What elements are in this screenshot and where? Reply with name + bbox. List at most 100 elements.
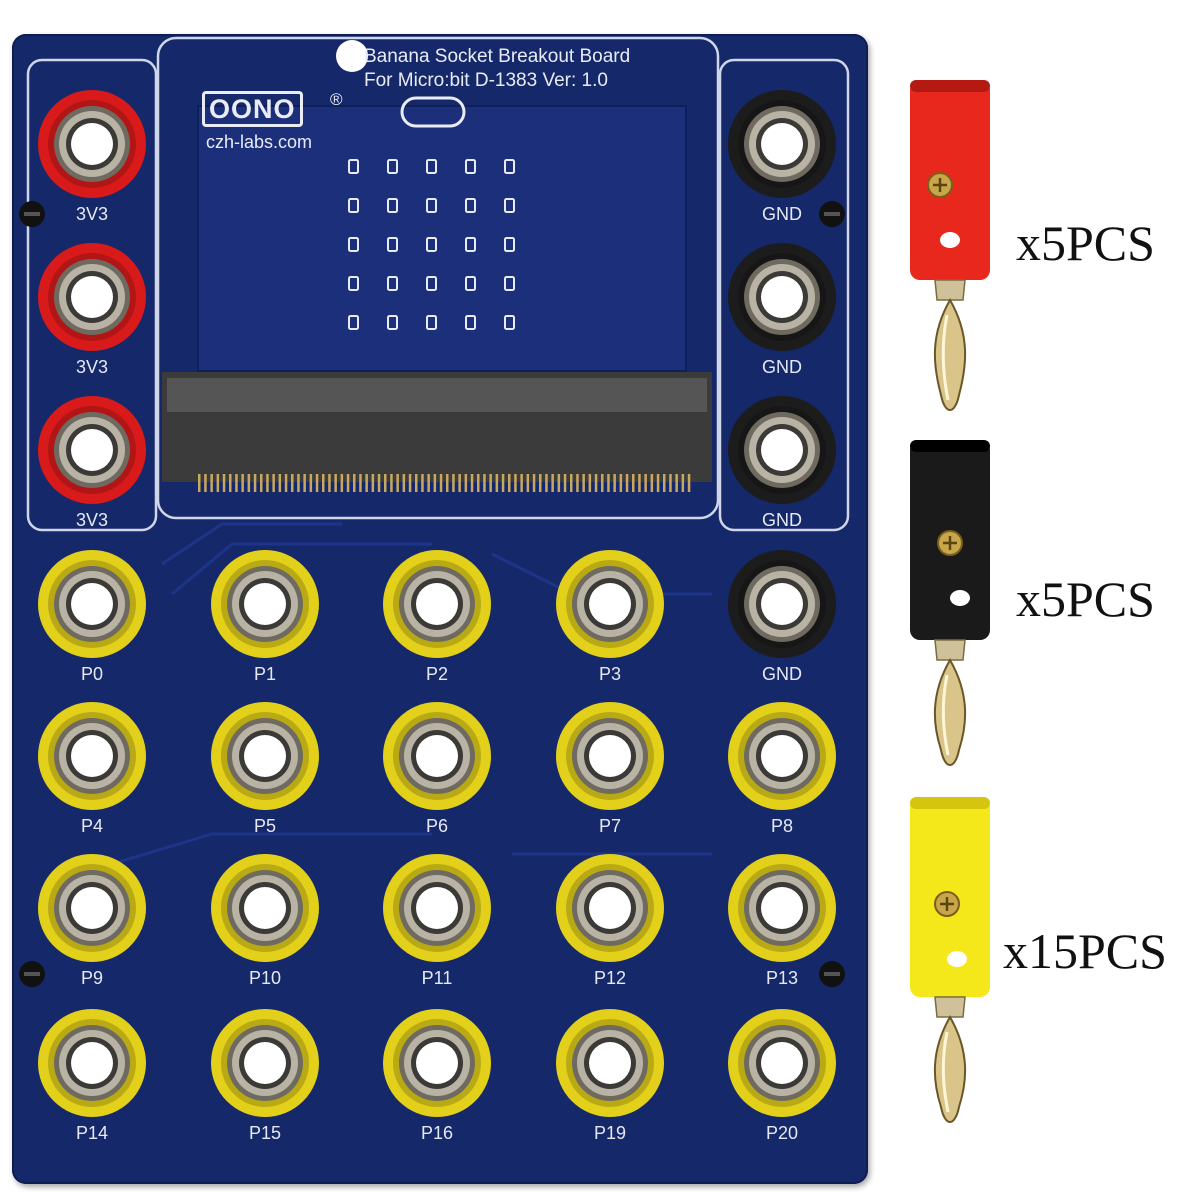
connector-pin xyxy=(439,474,443,492)
yellow-socket[interactable] xyxy=(383,1009,491,1117)
led-pad xyxy=(348,276,359,291)
connector-pin xyxy=(334,474,337,492)
breakout-board: Banana Socket Breakout Board For Micro:b… xyxy=(12,34,868,1184)
red-socket-3v3[interactable] xyxy=(38,396,146,504)
connector-pin xyxy=(601,474,604,492)
connector-pin xyxy=(253,474,257,492)
led-pad xyxy=(426,315,437,330)
connector-pin xyxy=(309,474,313,492)
connector-pin xyxy=(291,474,294,492)
yellow-socket[interactable] xyxy=(728,1009,836,1117)
yellow-socket[interactable] xyxy=(728,702,836,810)
yellow-socket[interactable] xyxy=(383,854,491,962)
connector-pin xyxy=(328,474,331,492)
led-pad xyxy=(504,237,515,252)
connector-pin xyxy=(557,474,561,492)
yellow-socket[interactable] xyxy=(38,1009,146,1117)
socket-label-p11: P11 xyxy=(421,968,453,988)
connector-pin xyxy=(632,474,635,492)
black-socket-gnd[interactable] xyxy=(728,243,836,351)
yellow-socket[interactable] xyxy=(38,702,146,810)
socket-label-p5: P5 xyxy=(253,816,277,836)
connector-pin xyxy=(365,474,368,492)
board-title: Banana Socket Breakout Board xyxy=(364,46,631,67)
yellow-socket[interactable] xyxy=(211,702,319,810)
yellow-socket[interactable] xyxy=(38,550,146,658)
yellow-socket[interactable] xyxy=(211,1009,319,1117)
black-socket-gnd[interactable] xyxy=(728,396,836,504)
connector-pin xyxy=(464,474,468,492)
led-pad xyxy=(387,315,398,330)
led-pad xyxy=(465,315,476,330)
red-socket-3v3[interactable] xyxy=(38,243,146,351)
connector-pin xyxy=(421,474,424,492)
yellow-socket[interactable] xyxy=(211,550,319,658)
connector-pin xyxy=(272,474,275,492)
yellow-socket[interactable] xyxy=(728,854,836,962)
led-pad xyxy=(348,237,359,252)
connector-pin xyxy=(266,474,269,492)
connector-pin xyxy=(675,474,678,492)
yellow-socket[interactable] xyxy=(38,854,146,962)
red-socket-3v3[interactable] xyxy=(38,90,146,198)
connector-pin xyxy=(284,474,288,492)
socket-label-p6: P6 xyxy=(425,816,449,836)
yellow-banana-plug xyxy=(910,797,990,1123)
led-pad xyxy=(387,276,398,291)
led-pad xyxy=(504,198,515,213)
connector-pin xyxy=(638,474,641,492)
connector-pin xyxy=(210,474,213,492)
socket-label-gnd: GND xyxy=(762,510,802,530)
brand-website: czh-labs.com xyxy=(206,132,313,152)
red-plug-quantity: x5PCS xyxy=(1016,215,1155,271)
connector-pin xyxy=(495,474,499,492)
connector-pin xyxy=(551,474,554,492)
board-artwork xyxy=(19,36,850,1117)
led-pad xyxy=(387,198,398,213)
connector-pin xyxy=(520,474,523,492)
led-pad xyxy=(465,276,476,291)
connector-pin xyxy=(483,474,486,492)
connector-pin xyxy=(644,474,647,492)
led-pad xyxy=(504,159,515,174)
yellow-socket[interactable] xyxy=(556,702,664,810)
socket-label-p20: P20 xyxy=(765,1123,799,1143)
yellow-socket[interactable] xyxy=(383,550,491,658)
connector-pin xyxy=(204,474,207,492)
black-socket-gnd[interactable] xyxy=(728,550,836,658)
connector-pin xyxy=(539,474,542,492)
connector-pin xyxy=(669,474,672,492)
socket-label-p15: P15 xyxy=(248,1123,282,1143)
yellow-socket[interactable] xyxy=(211,854,319,962)
led-pad xyxy=(348,198,359,213)
connector-pin xyxy=(594,474,598,492)
connector-pin xyxy=(222,474,226,492)
yellow-plug-quantity: x15PCS xyxy=(1003,923,1167,979)
yellow-socket[interactable] xyxy=(556,854,664,962)
socket-label-p12: P12 xyxy=(593,968,627,988)
connector-pin xyxy=(216,474,220,492)
mounting-screws xyxy=(19,201,845,987)
led-pad xyxy=(426,159,437,174)
socket-label-p19: P19 xyxy=(593,1123,627,1143)
led-pad xyxy=(465,198,476,213)
yellow-socket[interactable] xyxy=(556,550,664,658)
led-pad xyxy=(465,237,476,252)
connector-pin xyxy=(663,474,666,492)
connector-pin xyxy=(229,474,232,492)
connector-pin xyxy=(501,474,505,492)
connector-pin xyxy=(687,474,691,492)
yellow-socket[interactable] xyxy=(383,702,491,810)
black-socket-gnd[interactable] xyxy=(728,90,836,198)
connector-pin xyxy=(681,474,685,492)
connector-pin xyxy=(446,474,449,492)
brand-logo: OONO xyxy=(202,91,303,127)
registered-mark: ® xyxy=(330,90,343,109)
connector-pin xyxy=(260,474,263,492)
connector-pin xyxy=(247,474,251,492)
connector-pin xyxy=(390,474,393,492)
led-pad xyxy=(426,237,437,252)
yellow-socket[interactable] xyxy=(556,1009,664,1117)
socket-label-p8: P8 xyxy=(770,816,794,836)
connector-pin xyxy=(359,474,362,492)
